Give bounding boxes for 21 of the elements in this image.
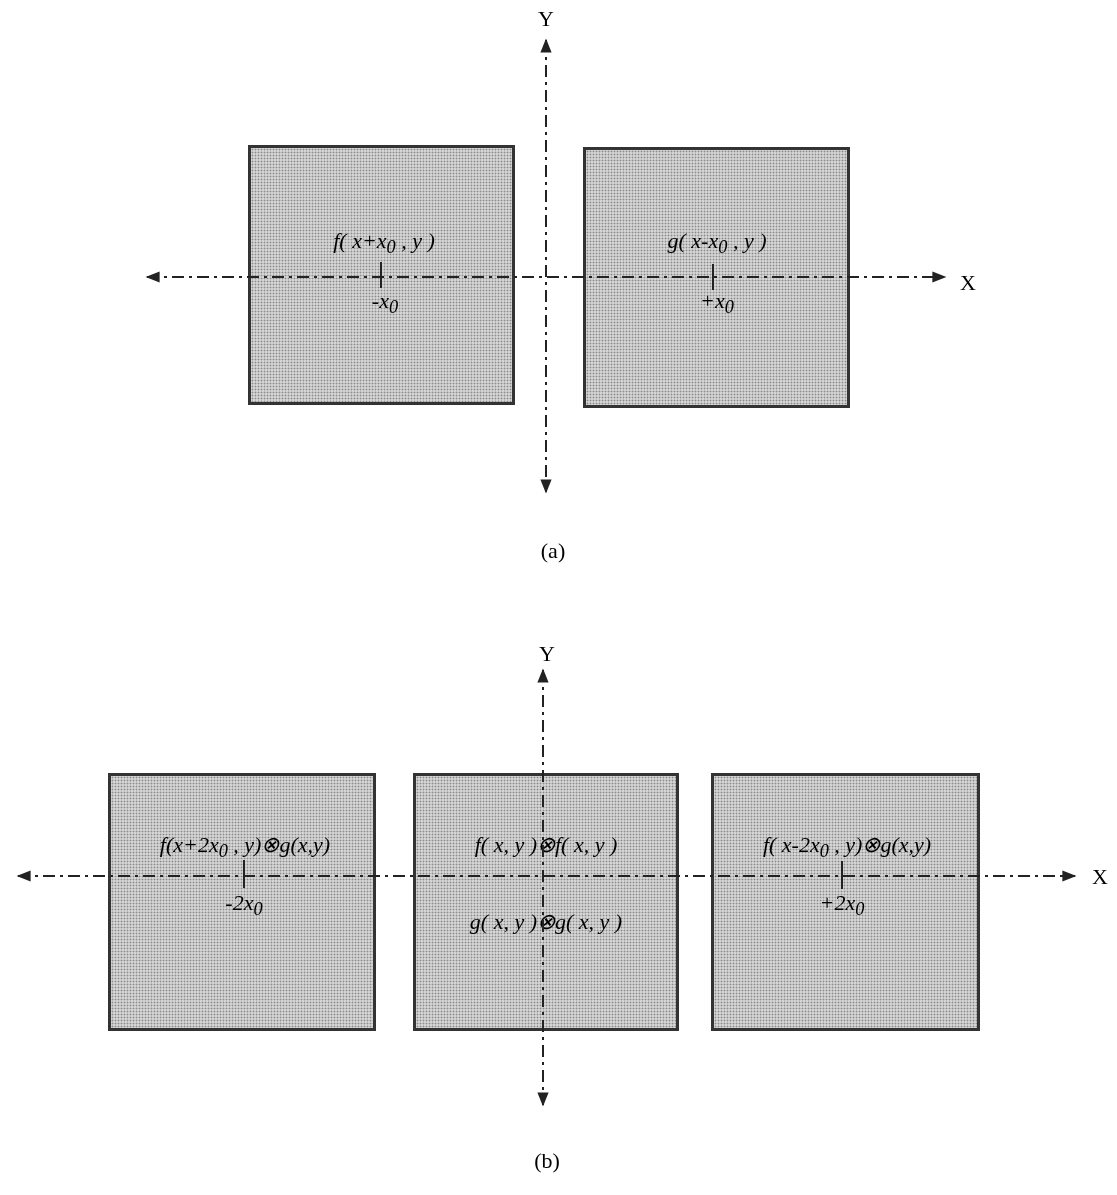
- panel-caption: (a): [540, 540, 566, 562]
- function-expression: f(x+2x$_{0}$ , y)⊗g(x,y): [159, 834, 331, 861]
- shaded-box: [413, 773, 679, 1031]
- tick-label: -x$_{0}$: [371, 290, 399, 317]
- function-expression: f( x+x$_{0}$ , y ): [333, 230, 435, 257]
- tick-label: +2x$_{0}$: [819, 892, 865, 919]
- tick-label: -2x$_{0}$: [225, 892, 263, 919]
- shaded-box: [248, 145, 515, 405]
- shaded-box: [711, 773, 980, 1031]
- panel-caption: (b): [534, 1150, 560, 1172]
- shaded-box: [108, 773, 376, 1031]
- shaded-box: [583, 147, 850, 408]
- function-expression: g( x, y )⊗g( x, y ): [469, 911, 623, 933]
- function-expression: f( x, y )⊗f( x, y ): [474, 834, 618, 856]
- axis-label: X: [960, 272, 976, 294]
- axis-label: Y: [538, 8, 554, 30]
- function-expression: f( x-2x$_{0}$ , y)⊗g(x,y): [762, 834, 932, 861]
- axis-label: Y: [539, 643, 555, 665]
- tick-label: +x$_{0}$: [700, 290, 734, 317]
- axis-label: X: [1092, 866, 1108, 888]
- function-expression: g( x-x$_{0}$ , y ): [667, 230, 767, 257]
